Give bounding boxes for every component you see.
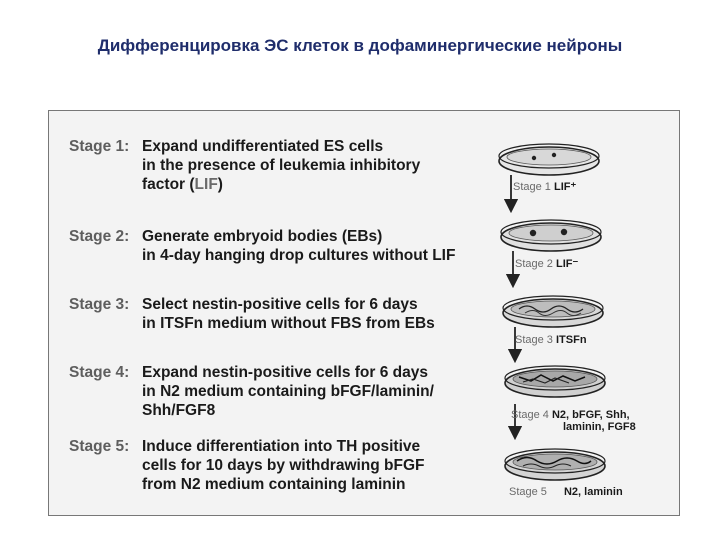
- stage-3-line-2: in ITSFn medium without FBS from EBs: [142, 315, 435, 332]
- stage-4-line-3: Shh/FGF8: [142, 402, 216, 419]
- dish-3-stage: Stage 3: [515, 334, 553, 346]
- dish-5-medium: N2, laminin: [563, 486, 623, 498]
- petri-dish-stage-1: [498, 143, 600, 176]
- stage-5-line-2: cells for 10 days by withdrawing bFGF: [142, 457, 425, 474]
- dish-4-medium-line-2: laminin, FGF8: [563, 421, 636, 433]
- stage-5-description: Induce differentiation into TH positive …: [142, 437, 522, 494]
- stage-4-description: Expand nestin-positive cells for 6 days …: [142, 363, 522, 420]
- stage-1-description: Expand undifferentiated ES cells in the …: [142, 137, 522, 194]
- dish-3-caption: Stage 3 ITSFn: [515, 334, 587, 346]
- stage-2-line-2: in 4-day hanging drop cultures without L…: [142, 247, 456, 264]
- stage-4-line-2: in N2 medium containing bFGF/laminin/: [142, 383, 434, 400]
- dish-1-medium: LIF⁺: [553, 181, 577, 193]
- stage-2-label: Stage 2:: [69, 228, 130, 245]
- petri-dish-stage-2: [500, 219, 602, 252]
- stage-2: Stage 2: Generate embryoid bodies (EBs) …: [69, 227, 455, 264]
- stage-4-line-1: Expand nestin-positive cells for 6 days: [142, 364, 428, 381]
- stage-4: Stage 4: Expand nestin-positive cells fo…: [69, 363, 434, 419]
- dish-1-caption: Stage 1 LIF⁺: [513, 180, 576, 193]
- stage-3-line-1: Select nestin-positive cells for 6 days: [142, 296, 418, 313]
- dish-2-stage: Stage 2: [515, 258, 553, 270]
- stage-1-line-3-start: factor (: [142, 176, 195, 193]
- dish-5-stage: Stage 5: [509, 486, 547, 498]
- stage-1-line-2: in the presence of leukemia inhibitory: [142, 157, 421, 174]
- stage-5-line-1: Induce differentiation into TH positive: [142, 438, 421, 455]
- stage-5-label: Stage 5:: [69, 438, 130, 455]
- stage-3: Stage 3: Select nestin-positive cells fo…: [69, 295, 435, 332]
- stage-4-label: Stage 4:: [69, 364, 130, 381]
- stage-5: Stage 5: Induce differentiation into TH …: [69, 437, 425, 493]
- dish-2-medium: LIF⁻: [555, 258, 579, 270]
- stage-2-line-1: Generate embryoid bodies (EBs): [142, 228, 383, 245]
- dish-5-caption: Stage 5 N2, laminin: [509, 486, 623, 498]
- culture-diagram: [498, 143, 606, 481]
- stage-3-label: Stage 3:: [69, 296, 130, 313]
- page-title: Дифференцировка ЭС клеток в дофаминергич…: [97, 36, 623, 55]
- petri-dish-stage-3: [502, 295, 604, 328]
- dish-4-stage: Stage 4: [511, 409, 549, 421]
- stage-1: Stage 1: Expand undifferentiated ES cell…: [69, 137, 420, 193]
- stage-1-line-1: Expand undifferentiated ES cells: [142, 138, 384, 155]
- dish-3-medium: ITSFn: [555, 334, 587, 346]
- lif-abbreviation: LIF: [194, 176, 218, 193]
- stage-2-description: Generate embryoid bodies (EBs) in 4-day …: [142, 227, 522, 265]
- stage-1-label: Stage 1:: [69, 138, 130, 155]
- stage-1-line-3: factor (LIF): [142, 175, 522, 194]
- protocol-panel: Stage 1: Expand undifferentiated ES cell…: [48, 110, 680, 516]
- petri-dish-stage-4: [504, 365, 606, 398]
- dish-2-caption: Stage 2 LIF⁻: [515, 257, 578, 270]
- stage-5-line-3: from N2 medium containing laminin: [142, 476, 406, 493]
- dish-4-caption: Stage 4 N2, bFGF, Shh, laminin, FGF8: [511, 409, 636, 433]
- dish-1-stage: Stage 1: [513, 181, 551, 193]
- stage-3-description: Select nestin-positive cells for 6 days …: [142, 295, 522, 333]
- stage-1-line-3-end: ): [217, 176, 223, 193]
- petri-dish-stage-5: [504, 448, 606, 481]
- dish-4-medium: N2, bFGF, Shh,: [551, 409, 630, 421]
